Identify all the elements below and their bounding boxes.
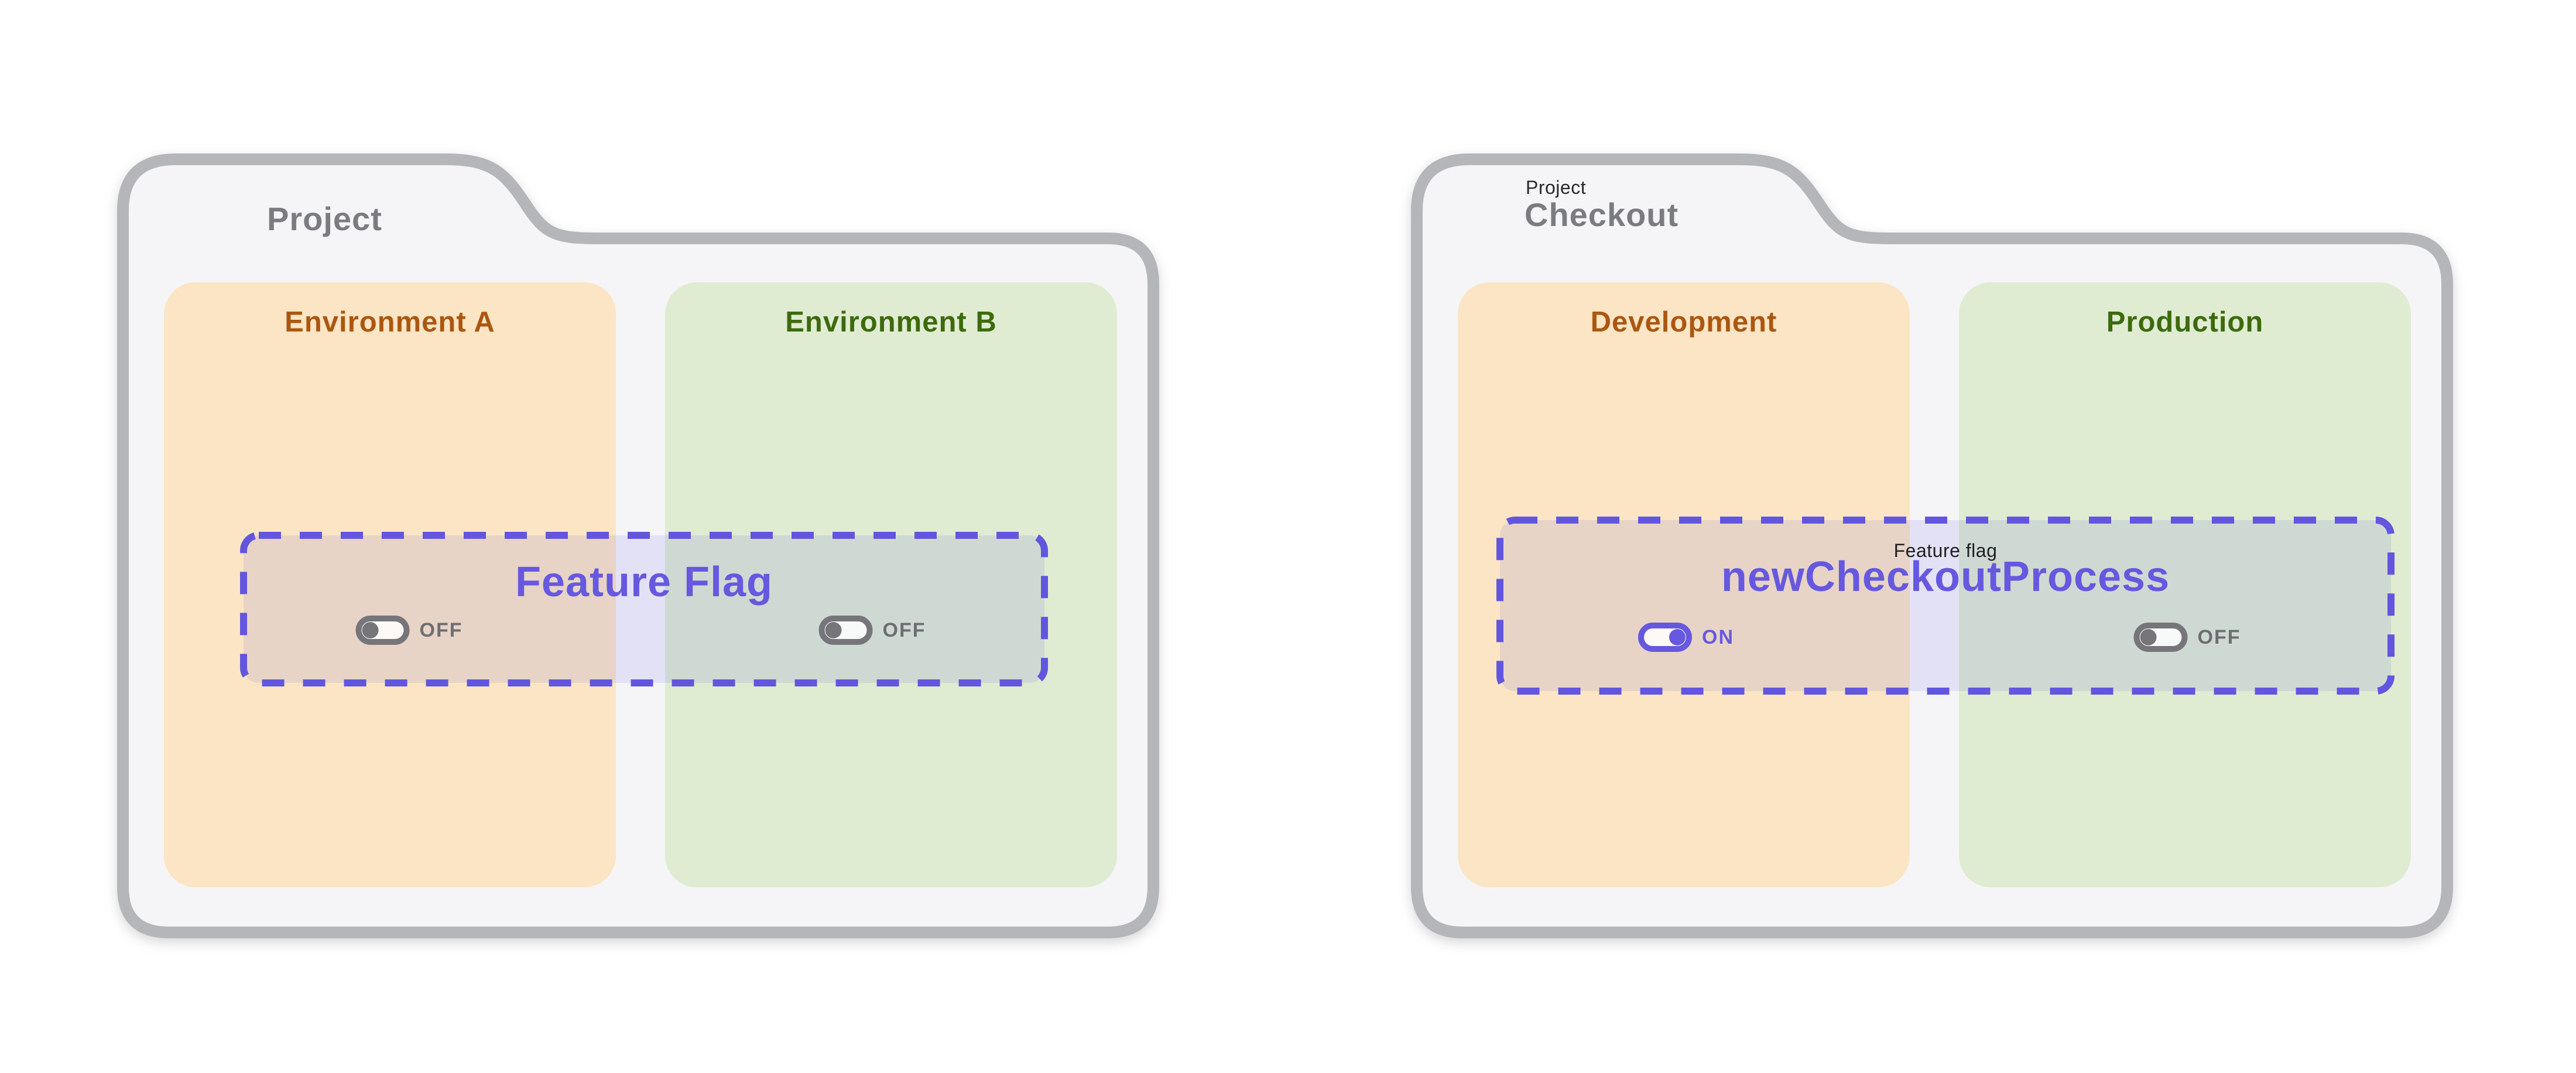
environment-panel-development: Development	[1458, 282, 1910, 887]
toggle-group-env-a: OFF	[355, 616, 463, 645]
feature-flag-title: newCheckoutProcess	[1721, 553, 2170, 600]
feature-flag-title: Feature Flag	[515, 559, 773, 606]
toggle-switch-off[interactable]	[2133, 623, 2188, 652]
toggle-group-production: OFF	[2133, 623, 2241, 652]
folder-tab-title: Project	[267, 200, 382, 237]
project-folder-checkout: Project Checkout Development Production …	[1411, 153, 2453, 938]
toggle-knob	[1669, 629, 1686, 645]
folder-tab-title: Checkout	[1525, 196, 1679, 233]
environment-panel-production: Production	[1959, 282, 2411, 887]
environment-label: Environment B	[785, 306, 997, 338]
feature-flag-subtitle: Feature flag	[1893, 540, 1998, 561]
toggle-state-label: OFF	[2197, 626, 2241, 648]
dashed-border	[240, 532, 1048, 686]
folder-tab-subtitle: Project	[1526, 177, 1587, 198]
environment-label: Development	[1590, 306, 1777, 338]
toggle-switch-off[interactable]	[355, 616, 410, 645]
project-folder-generic: Project Environment A Environment B Feat…	[117, 153, 1159, 938]
feature-flag-box: Feature Flag OFF OFF	[240, 532, 1048, 686]
toggle-state-label: ON	[1702, 626, 1734, 648]
toggle-switch-on[interactable]	[1638, 623, 1692, 652]
toggle-group-development: ON	[1638, 623, 1734, 652]
toggle-knob	[2140, 629, 2157, 645]
environment-label: Environment A	[285, 306, 495, 338]
feature-flag-box: Feature flag newCheckoutProcess ON OFF	[1496, 517, 2395, 695]
environment-panel-a: Environment A	[164, 282, 616, 887]
toggle-knob	[362, 622, 379, 638]
toggle-knob	[825, 622, 842, 638]
toggle-state-label: OFF	[882, 619, 926, 641]
toggle-state-label: OFF	[419, 619, 463, 641]
toggle-group-env-b: OFF	[818, 616, 926, 645]
environment-label: Production	[2106, 306, 2264, 338]
toggle-switch-off[interactable]	[818, 616, 873, 645]
